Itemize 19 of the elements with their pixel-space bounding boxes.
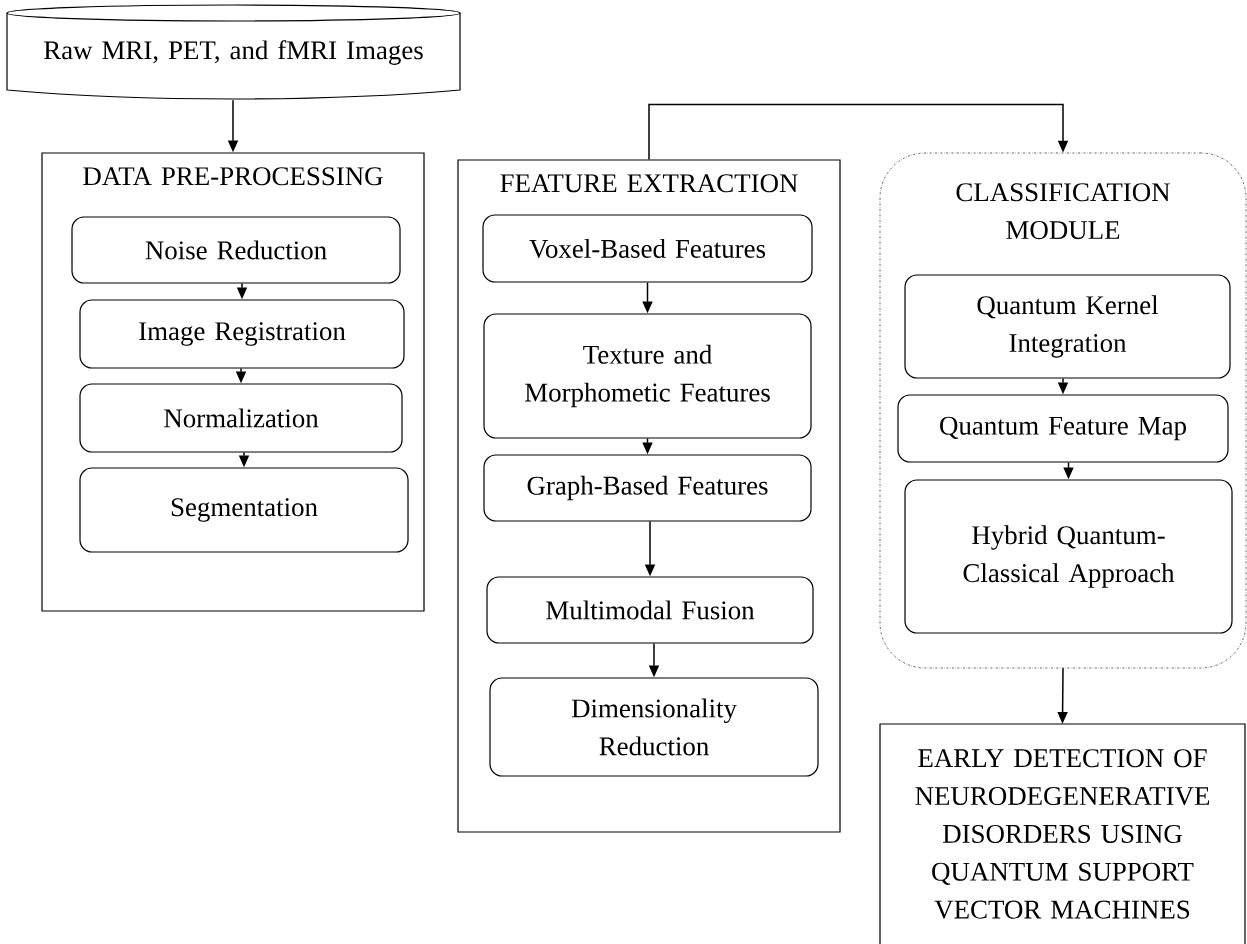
process-box: Segmentation bbox=[79, 467, 409, 553]
output-box: EARLY DETECTION OF NEURODEGENERATIVE DISORDERS USING QUANTUM SUPPORT VECTOR MACHINES bbox=[879, 723, 1246, 944]
process-box: Multimodal Fusion bbox=[486, 576, 814, 644]
group-heading: DATA PRE-PROCESSING bbox=[83, 167, 383, 186]
process-box: Voxel-Based Features bbox=[482, 214, 813, 283]
process-box: Quantum Kernel Integration bbox=[904, 274, 1231, 379]
process-box: Normalization bbox=[79, 383, 403, 453]
process-box: Image Registration bbox=[79, 299, 405, 369]
database-cylinder: Raw MRI, PET, and fMRI Images bbox=[6, 4, 461, 100]
process-box: Noise Reduction bbox=[71, 216, 401, 284]
process-box: Hybrid Quantum-Classical Approach bbox=[904, 479, 1233, 634]
process-box: Quantum Feature Map bbox=[897, 394, 1229, 463]
process-box: Dimensionality Reduction bbox=[489, 677, 819, 777]
process-box: Texture and Morphometic Features bbox=[483, 313, 812, 439]
process-box: Graph-Based Features bbox=[483, 454, 812, 522]
group-heading: FEATURE EXTRACTION bbox=[500, 174, 798, 193]
group-heading: CLASSIFICATION MODULE bbox=[956, 183, 1170, 240]
node-label: Raw MRI, PET, and fMRI Images bbox=[44, 40, 423, 65]
arrow bbox=[648, 103, 1069, 161]
